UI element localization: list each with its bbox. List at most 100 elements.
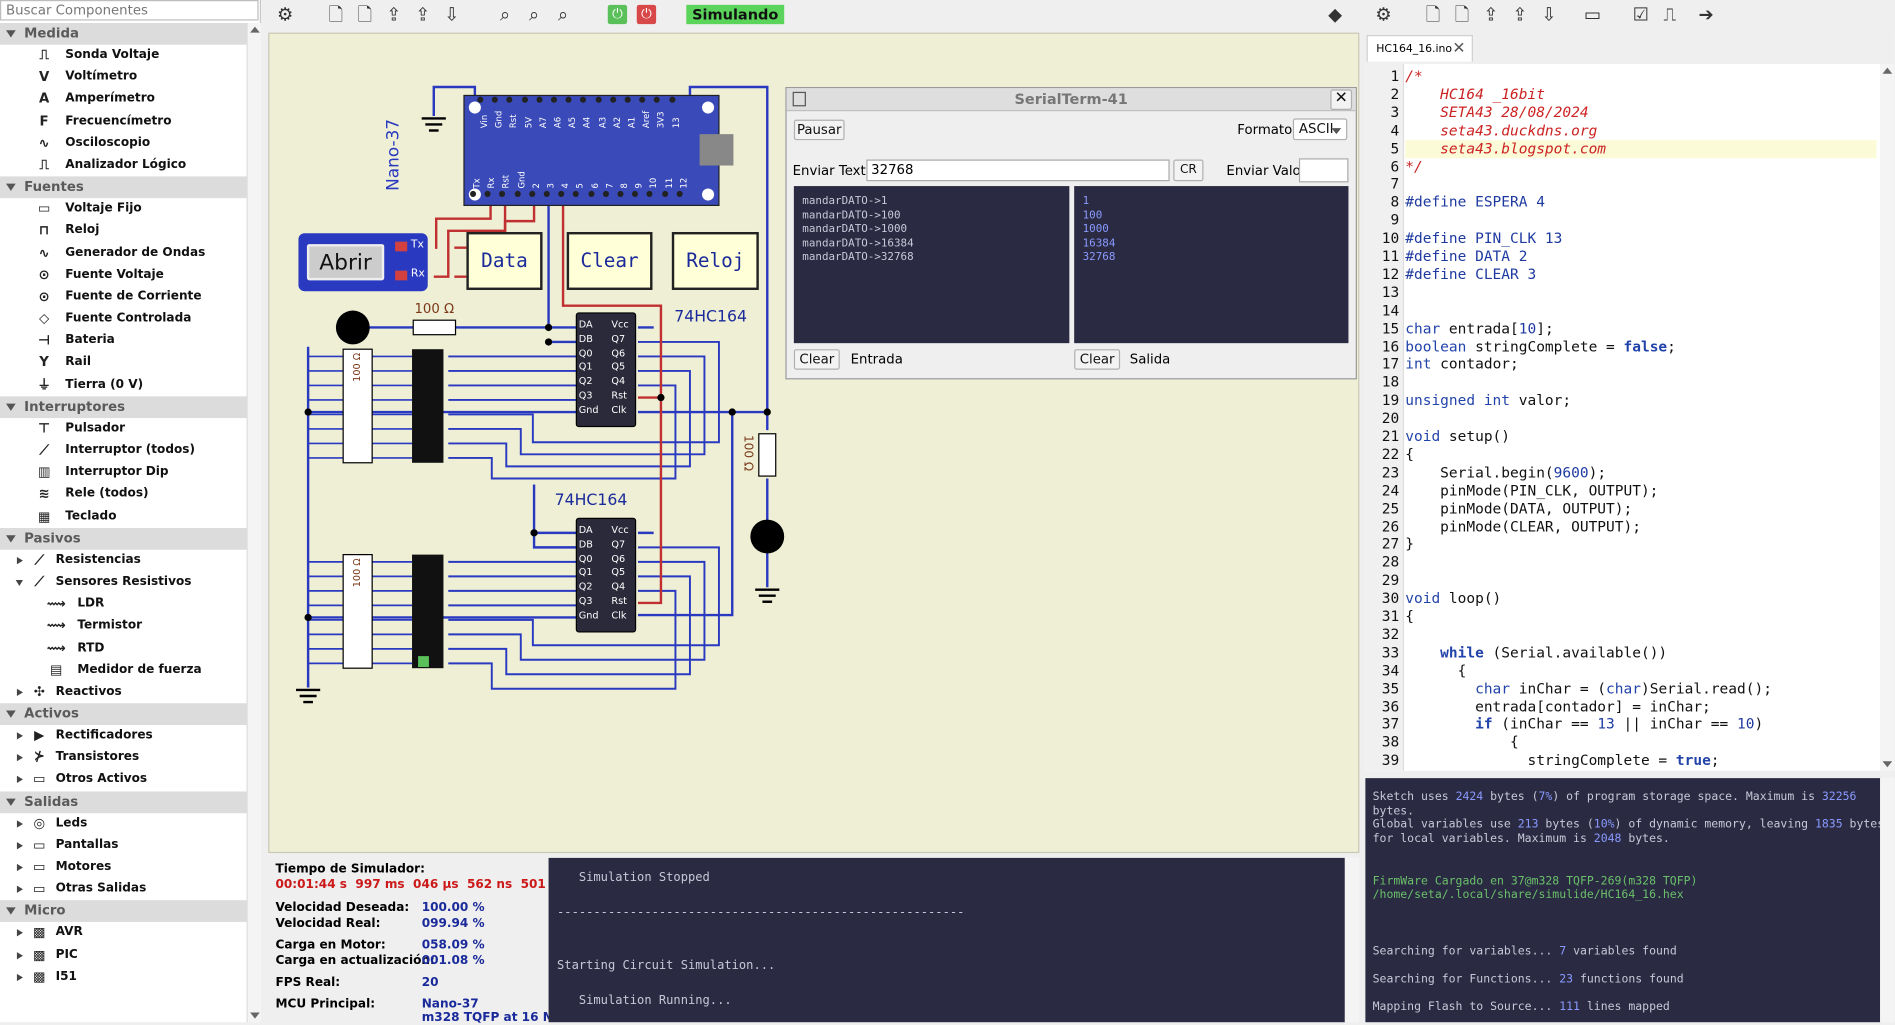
board-pin[interactable] [499, 190, 506, 197]
component-item[interactable]: ✣Reactivos [0, 681, 246, 703]
output-scrollbar[interactable] [1880, 778, 1895, 1023]
board-pin[interactable] [565, 96, 572, 103]
component-item[interactable]: ▤Medidor de fuerza [0, 659, 246, 681]
category-micro[interactable]: Micro [0, 900, 247, 923]
component-item[interactable]: ⊤Pulsador [0, 418, 246, 440]
editor-save-icon[interactable]: ⇪ [1512, 3, 1528, 26]
category-activos[interactable]: Activos [0, 703, 247, 726]
input-terminal[interactable]: mandarDATO->1 mandarDATO->100 mandarDATO… [793, 186, 1070, 344]
board-pin[interactable] [521, 96, 528, 103]
compiler-icon[interactable]: ◆ [1328, 3, 1343, 26]
editor-new-icon[interactable]: 🗋 [1425, 3, 1441, 26]
component-item[interactable]: ⟋Sensores Resistivos [0, 571, 246, 593]
component-item[interactable]: ⟋Interruptor (todos) [0, 440, 246, 462]
editor-save-as-icon[interactable]: ⇩ [1541, 3, 1557, 26]
component-item[interactable]: ▭Motores [0, 857, 246, 879]
board-pin[interactable] [514, 190, 521, 197]
board-pin[interactable] [543, 190, 550, 197]
component-item[interactable]: ⊙Fuente Voltaje [0, 264, 246, 286]
save-as-icon[interactable]: ⇩ [444, 3, 460, 26]
debug-icon[interactable]: ➔ [1698, 3, 1714, 26]
stop-simulation-icon[interactable]: ⏻ [636, 4, 657, 25]
board-pin[interactable] [602, 190, 609, 197]
board-pin[interactable] [506, 96, 513, 103]
clear-input-button[interactable]: Clear [793, 349, 840, 370]
category-fuentes[interactable]: Fuentes [0, 176, 247, 199]
category-interruptores[interactable]: Interruptores [0, 396, 247, 418]
component-item[interactable]: ▶Rectificadores [0, 725, 246, 747]
board-pin[interactable] [646, 190, 653, 197]
simulation-console[interactable]: Simulation Stopped ---------------------… [548, 857, 1345, 1023]
compiler-output[interactable]: Sketch uses 2424 bytes (7%) of program s… [1365, 778, 1884, 1023]
board-pin[interactable] [654, 96, 661, 103]
settings-icon[interactable]: ⚙ [277, 3, 294, 26]
search-input[interactable]: Buscar Componentes [0, 0, 259, 21]
editor-settings-icon[interactable]: ⚙ [1375, 3, 1392, 26]
component-item[interactable]: ▭Pantallas [0, 835, 246, 857]
component-item[interactable]: ▦Teclado [0, 506, 246, 528]
board-pin[interactable] [624, 96, 631, 103]
clear-pushbutton[interactable]: Clear [566, 231, 653, 290]
component-item[interactable]: ⟿LDR [0, 593, 246, 615]
component-item[interactable]: ⊓Reloj [0, 220, 246, 242]
compile-icon[interactable]: ☑ [1632, 3, 1649, 26]
editor-new-file-icon[interactable]: 🗋 [1454, 3, 1470, 26]
board-pin[interactable] [595, 96, 602, 103]
cr-button[interactable]: CR [1173, 159, 1204, 182]
component-item[interactable]: ▭Otras Salidas [0, 879, 246, 901]
zoom-reset-icon[interactable]: ⌕ [557, 3, 569, 26]
component-item[interactable]: ⊁Transistores [0, 747, 246, 769]
component-item[interactable]: ⊙Fuente de Corriente [0, 286, 246, 308]
pause-button[interactable]: Pausar [793, 119, 845, 141]
board-pin[interactable] [587, 190, 594, 197]
board-pin[interactable] [470, 190, 477, 197]
component-item[interactable]: ◎Leds [0, 813, 246, 835]
board-pin[interactable] [676, 190, 683, 197]
board-pin[interactable] [632, 190, 639, 197]
send-value-input[interactable] [1298, 158, 1349, 183]
component-item[interactable]: ▩I51 [0, 966, 246, 988]
component-item[interactable]: ▭Otros Activos [0, 769, 246, 791]
component-item[interactable]: ⟋Resistencias [0, 549, 246, 571]
component-item[interactable]: ▩PIC [0, 944, 246, 966]
board-pin[interactable] [558, 190, 565, 197]
category-salidas[interactable]: Salidas [0, 790, 247, 813]
category-pasivos[interactable]: Pasivos [0, 527, 247, 550]
save-icon[interactable]: ⇪ [415, 3, 431, 26]
board-pin[interactable] [573, 190, 580, 197]
open-icon[interactable]: ⇪ [386, 3, 402, 26]
data-pushbutton[interactable]: Data [466, 231, 543, 290]
close-icon[interactable]: ✕ [1330, 89, 1353, 110]
board-pin[interactable] [484, 190, 491, 197]
component-item[interactable]: ▥Interruptor Dip [0, 462, 246, 484]
board-pin[interactable] [528, 190, 536, 197]
run-simulation-icon[interactable]: ⏻ [607, 4, 628, 25]
component-item[interactable]: ⊣Bateria [0, 330, 246, 352]
board-pin[interactable] [661, 190, 668, 197]
open-port-button[interactable]: Abrir [306, 244, 385, 281]
component-item[interactable]: ∿Osciloscopio [0, 133, 246, 155]
component-item[interactable]: ⎍Sonda Voltaje [0, 45, 246, 67]
format-select[interactable]: ASCII [1292, 118, 1348, 141]
board-pin[interactable] [477, 96, 484, 103]
board-pin[interactable] [639, 96, 646, 103]
board-pin[interactable] [668, 96, 675, 103]
find-replace-icon[interactable]: ▭ [1583, 3, 1602, 26]
board-pin[interactable] [550, 96, 558, 103]
editor-tab[interactable]: HC164_16.ino✕ [1366, 35, 1473, 62]
board-pin[interactable] [492, 96, 499, 103]
send-text-input[interactable]: 32768 [866, 159, 1170, 182]
new-circuit-icon[interactable]: 🗋 [328, 3, 344, 26]
component-item[interactable]: ⏚Tierra (0 V) [0, 374, 246, 396]
category-medida[interactable]: Medida [0, 22, 247, 45]
component-item[interactable]: ∿Generador de Ondas [0, 242, 246, 264]
editor-open-icon[interactable]: ⇪ [1483, 3, 1499, 26]
component-item[interactable]: ≋Rele (todos) [0, 484, 246, 506]
zoom-fit-icon[interactable]: ⌕ [499, 3, 511, 26]
board-pin[interactable] [580, 96, 587, 103]
